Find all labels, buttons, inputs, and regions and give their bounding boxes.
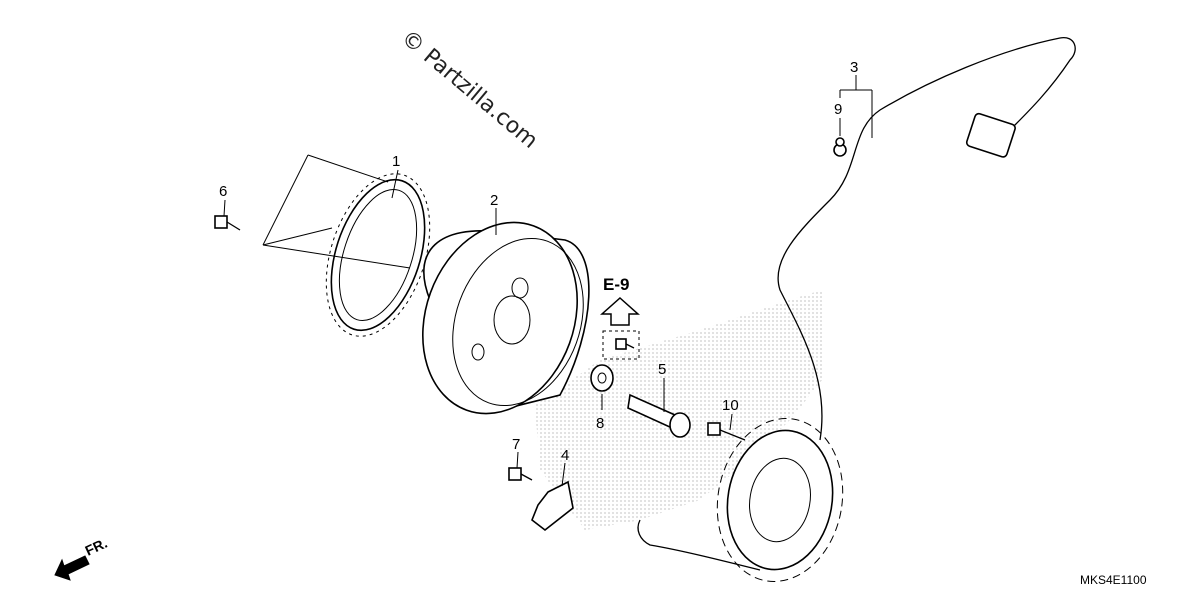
part-5-bolt[interactable]: [627, 393, 691, 438]
callout-5: 5: [658, 361, 666, 378]
part-3-stator[interactable]: [637, 37, 1076, 592]
callout-10: 10: [722, 397, 739, 414]
part-10-bolt[interactable]: [707, 422, 746, 441]
part-4-plate[interactable]: [531, 480, 574, 532]
leader-lines: [223, 75, 873, 487]
front-indicator: FR.: [54, 535, 110, 581]
part-9-clip[interactable]: [833, 137, 847, 157]
callout-6: 6: [219, 183, 227, 200]
callout-2: 2: [490, 192, 498, 209]
callout-3: 3: [850, 59, 858, 76]
reference-label: E-9: [603, 275, 629, 294]
part-6-bolt[interactable]: [214, 215, 241, 231]
callout-9: 9: [834, 101, 842, 118]
up-arrow-icon: [600, 296, 640, 326]
watermark: © Partzilla.com: [396, 25, 542, 153]
front-arrow-icon: [54, 555, 90, 581]
part-1-pulser-ring[interactable]: [307, 161, 448, 350]
callout-7: 7: [512, 436, 520, 453]
callout-8: 8: [596, 415, 604, 432]
e9-reference[interactable]: [602, 330, 640, 360]
diagram-code: MKS4E1100: [1080, 573, 1147, 587]
stipple-shadow: [535, 290, 822, 530]
part-8-washer[interactable]: [590, 364, 614, 392]
part-2-flywheel[interactable]: [397, 201, 606, 436]
callout-4: 4: [561, 447, 569, 464]
callout-1: 1: [392, 153, 400, 170]
front-label: FR.: [83, 535, 110, 559]
part-7-bolt[interactable]: [508, 467, 533, 481]
